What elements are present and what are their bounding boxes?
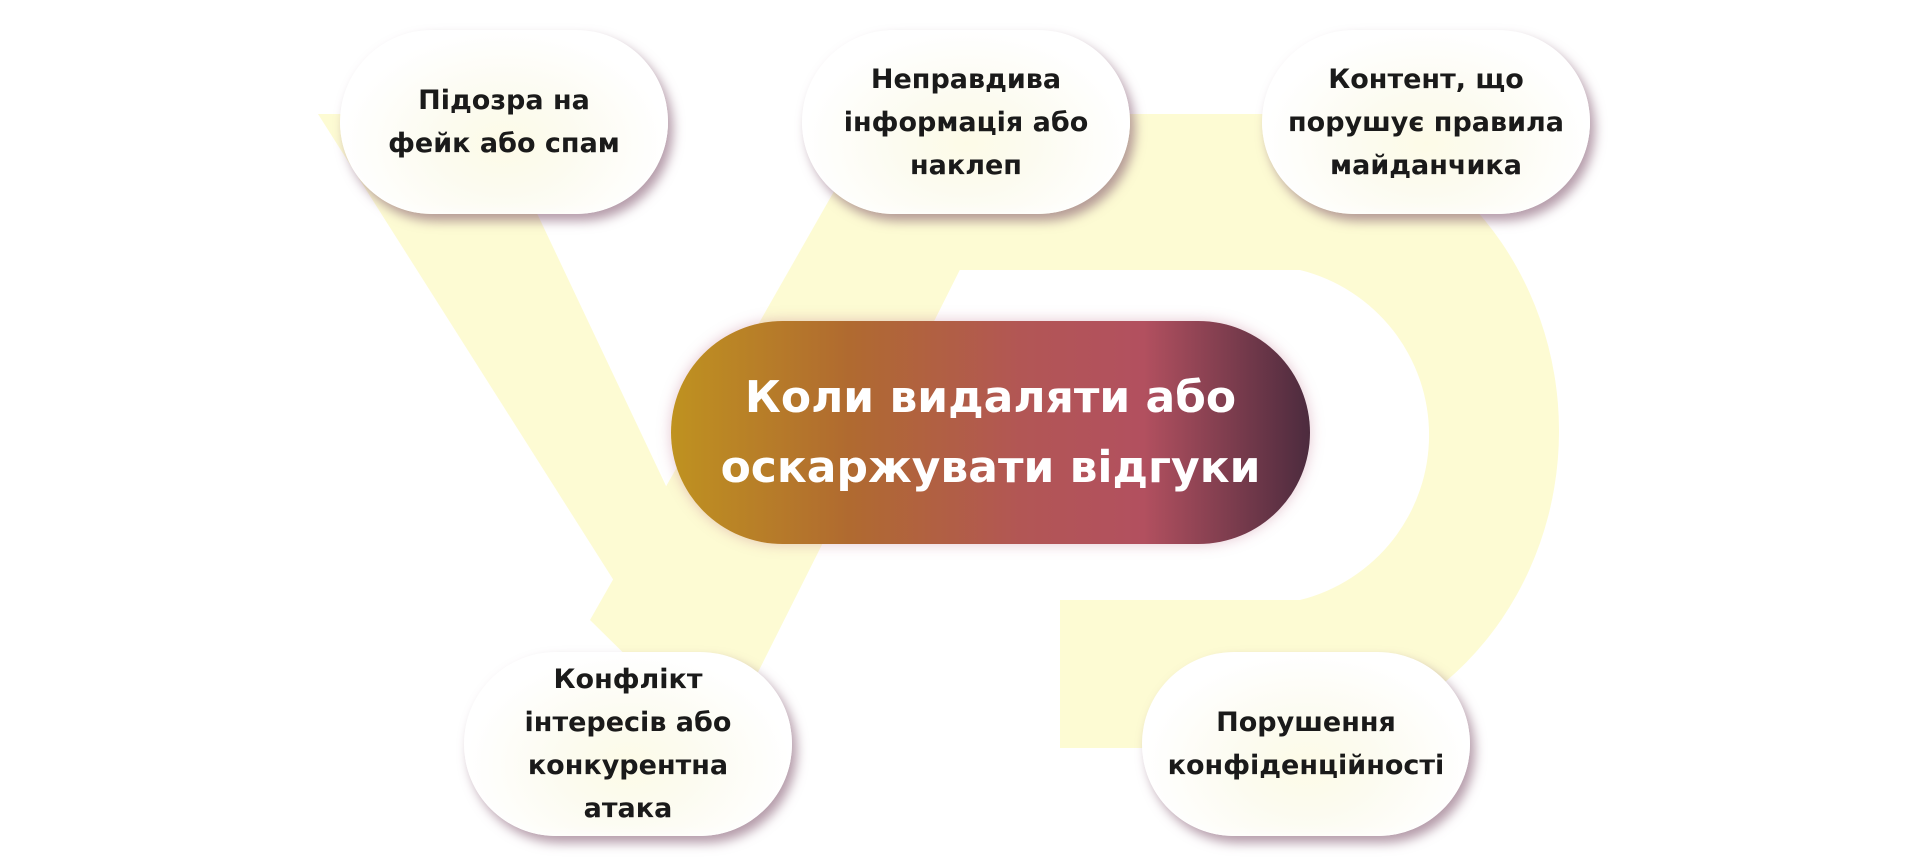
node-fake-or-spam: Підозра на фейк або спам [340, 30, 668, 214]
node-label: Контент, що порушує правила майданчика [1287, 63, 1564, 181]
node-label: Неправдива інформація або наклеп [843, 63, 1089, 181]
node-platform-rules-violation: Контент, що порушує правила майданчика [1262, 30, 1590, 214]
central-topic: Коли видаляти або оскаржувати відгуки [671, 321, 1310, 544]
node-label: Конфлікт інтересів або конкурентна атака [524, 664, 732, 824]
node-false-info-or-defamation: Неправдива інформація або наклеп [802, 30, 1130, 214]
central-topic-label: Коли видаляти або оскаржувати відгуки [720, 371, 1261, 493]
node-label: Підозра на фейк або спам [388, 85, 620, 159]
node-label: Порушення конфіденційності [1167, 707, 1445, 781]
node-conflict-of-interest: Конфлікт інтересів або конкурентна атака [464, 652, 792, 836]
node-privacy-violation: Порушення конфіденційності [1142, 652, 1470, 836]
